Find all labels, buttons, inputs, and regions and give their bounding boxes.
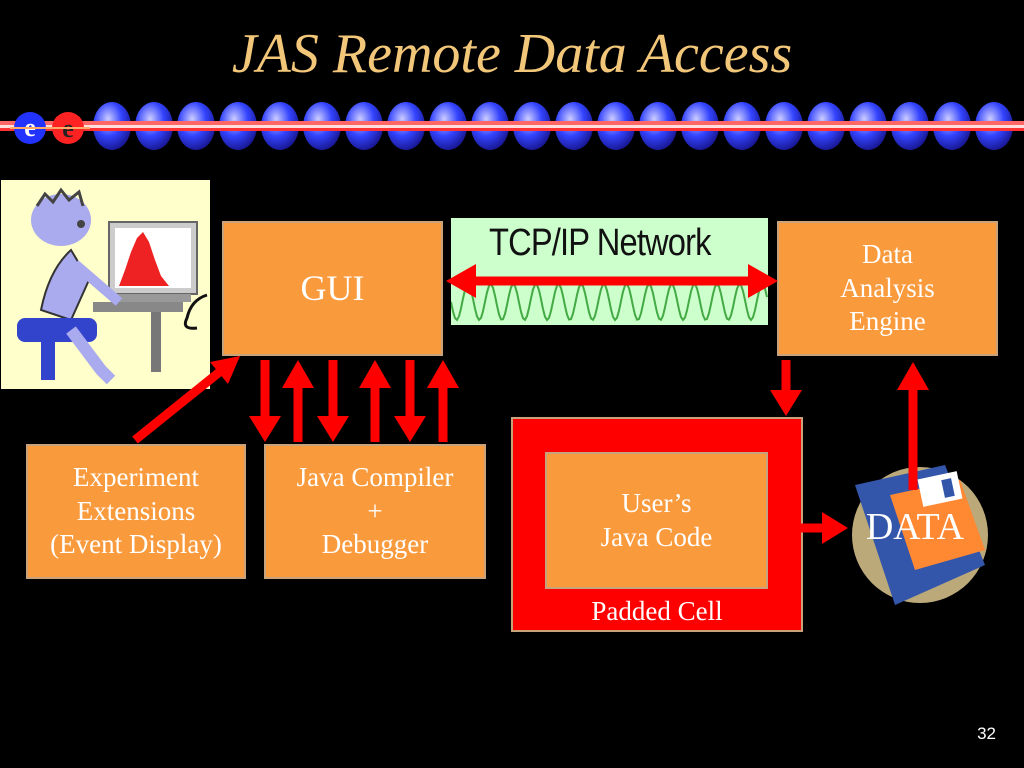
user-line-2: Java Code	[600, 521, 713, 552]
user-at-computer-image	[1, 180, 210, 389]
data-label: DATA	[865, 506, 965, 548]
bead-row	[93, 102, 1013, 150]
tcpip-network-panel: TCP/IP Network	[451, 218, 768, 325]
down-arrow-2	[317, 360, 349, 442]
user-line-1: User’s	[621, 487, 692, 518]
dae-line-3: Engine	[849, 306, 926, 337]
data-disk-icon	[835, 455, 995, 615]
experiment-to-gui-arrow	[132, 356, 240, 444]
down-arrow-1	[249, 360, 281, 442]
network-label: TCP/IP Network	[489, 222, 711, 264]
up-arrow-2	[359, 360, 391, 442]
exp-line-2: Extensions	[76, 495, 196, 526]
exp-line-1: Experiment	[73, 461, 199, 492]
dae-line-2: Analysis	[840, 272, 935, 303]
jcd-line-1: Java Compiler	[296, 461, 454, 492]
jcd-line-2: +	[367, 495, 383, 526]
exp-line-3: (Event Display)	[50, 529, 222, 560]
gui-label: GUI	[300, 268, 365, 308]
gui-box: GUI	[222, 221, 443, 356]
dae-line-1: Data	[862, 238, 913, 269]
experiment-extensions-box: Experiment Extensions (Event Display)	[26, 444, 246, 579]
up-arrow-3	[427, 360, 459, 442]
network-double-arrow	[446, 264, 778, 298]
padded-cell-label: Padded Cell	[591, 596, 723, 626]
down-arrow-3	[394, 360, 426, 442]
logo-icon: e e	[10, 112, 90, 144]
up-arrow-1	[282, 360, 314, 442]
slide-title: JAS Remote Data Access	[231, 23, 793, 85]
data-analysis-engine-box: Data Analysis Engine	[777, 221, 998, 356]
code-to-data-arrow	[800, 512, 848, 544]
page-number: 32	[977, 724, 996, 743]
engine-to-cell-arrow	[770, 360, 802, 416]
java-compiler-debugger-box: Java Compiler + Debugger	[264, 444, 486, 579]
jcd-line-3: Debugger	[321, 529, 429, 560]
data-to-engine-arrow	[897, 362, 929, 490]
person-computer-icon	[17, 187, 208, 385]
users-java-code-box: User’s Java Code	[545, 452, 768, 589]
sine-wave-icon	[451, 282, 768, 322]
